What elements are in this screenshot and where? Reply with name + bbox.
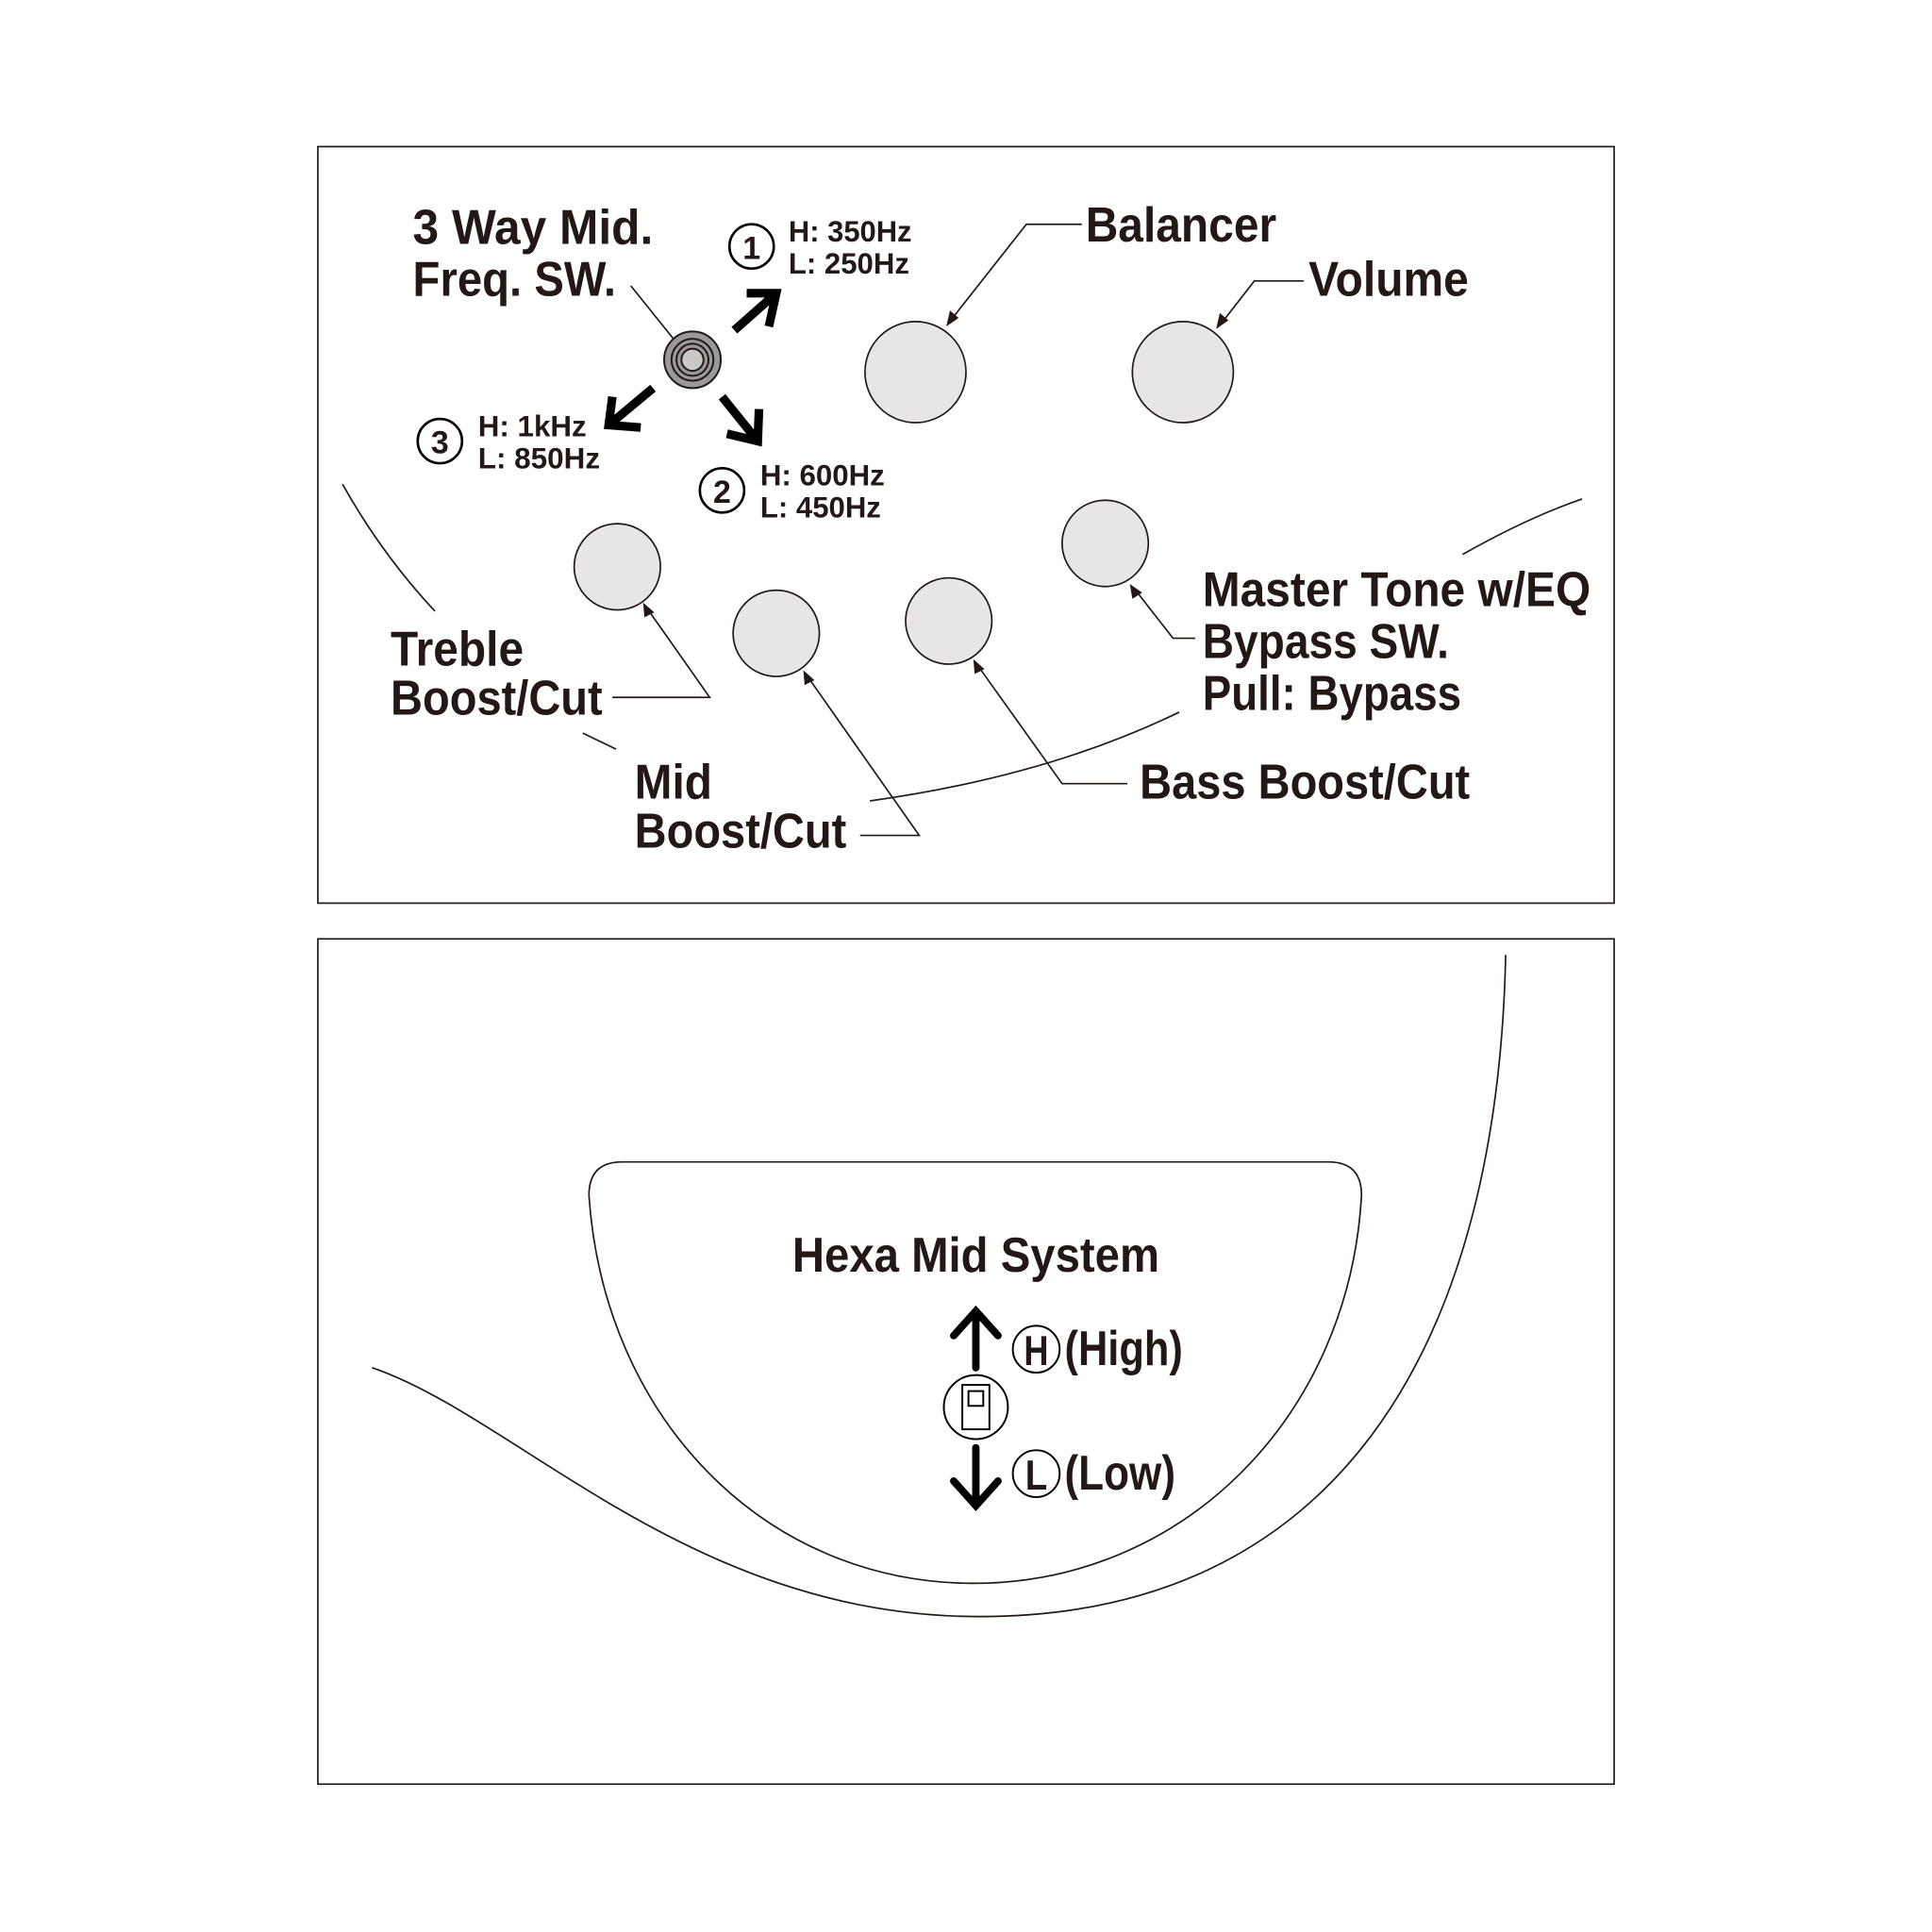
arrowhead-icon — [803, 670, 815, 686]
position-2-high: H: 600Hz — [760, 459, 885, 492]
svg-text:L: L — [1025, 1453, 1048, 1499]
position-3-high: H: 1kHz — [478, 409, 587, 442]
master-tone-knob[interactable] — [1061, 499, 1150, 588]
low-badge: L — [1011, 1449, 1061, 1499]
balancer-knob[interactable] — [864, 321, 967, 424]
mid-leader-line — [805, 673, 922, 837]
volume-label: Volume — [1308, 252, 1469, 307]
position-1-high: H: 350Hz — [789, 215, 912, 248]
balancer-leader-line — [948, 223, 1082, 324]
volume-leader-line — [1219, 279, 1304, 326]
arrowhead-icon — [973, 658, 985, 675]
svg-text:3: 3 — [431, 425, 449, 461]
switch-label-line1: 3 Way Mid. — [413, 201, 654, 256]
treble-knob[interactable] — [573, 523, 661, 611]
mid-knob[interactable] — [732, 589, 821, 677]
position-2-badge: 2 — [698, 467, 746, 514]
hexa-mid-title: Hexa Mid System — [792, 1228, 1159, 1283]
balancer-label: Balancer — [1086, 198, 1276, 253]
body-outline-curve — [341, 483, 436, 612]
body-outline-curve — [582, 732, 617, 750]
high-badge: H — [1011, 1324, 1061, 1374]
arrowhead-icon — [1216, 312, 1229, 329]
treble-label-line2: Boost/Cut — [391, 672, 603, 726]
arrowhead-icon — [642, 602, 655, 618]
svg-text:H: H — [1024, 1328, 1048, 1374]
master-tone-label-line1: Master Tone w/EQ — [1203, 563, 1591, 618]
body-outline-curve — [1461, 498, 1583, 556]
arrow-position-2-icon — [718, 393, 764, 447]
switch-label-line2: Freq. SW. — [413, 252, 617, 307]
low-label: (Low) — [1064, 1446, 1175, 1501]
mid-label-line2: Boost/Cut — [635, 805, 847, 859]
master-tone-label-line3: Pull: Bypass — [1203, 666, 1461, 721]
arrow-position-1-icon — [731, 289, 782, 334]
svg-text:2: 2 — [713, 475, 731, 510]
arrowhead-icon — [1129, 584, 1142, 599]
arrow-down-icon — [950, 1443, 1002, 1511]
bass-leader-line — [974, 662, 1128, 785]
switch-leader-line — [630, 285, 677, 343]
position-1-badge: 1 — [727, 223, 775, 271]
mid-freq-switch[interactable] — [663, 330, 723, 390]
body-outline-curve — [870, 711, 1180, 802]
position-3-badge: 3 — [416, 417, 464, 465]
position-1-low: L: 250Hz — [789, 247, 909, 280]
high-label: (High) — [1064, 1322, 1182, 1376]
top-panel-frame — [317, 145, 1615, 905]
master-tone-label-line2: Bypass SW. — [1203, 614, 1449, 669]
mid-label-line1: Mid — [635, 755, 712, 809]
volume-knob[interactable] — [1131, 321, 1235, 424]
body-outline-curve — [372, 955, 1507, 1618]
position-2-low: L: 450Hz — [760, 491, 881, 525]
treble-leader-line — [612, 606, 711, 699]
mini-toggle-switch[interactable] — [942, 1374, 1009, 1441]
control-cavity-plate — [588, 1160, 1363, 1585]
bass-knob[interactable] — [905, 576, 993, 665]
arrowhead-icon — [946, 310, 959, 327]
arrow-up-icon — [950, 1305, 1002, 1372]
arrow-position-3-icon — [604, 384, 657, 432]
bass-label: Bass Boost/Cut — [1140, 755, 1470, 809]
top-panel: 3 Way Mid. Freq. SW. 1 H: 350Hz L: 250Hz… — [317, 145, 1615, 905]
svg-text:1: 1 — [742, 230, 760, 266]
bottom-panel-frame — [317, 938, 1615, 1786]
position-3-low: L: 850Hz — [478, 441, 600, 475]
treble-label-line1: Treble — [391, 622, 524, 676]
bottom-panel: Hexa Mid System H (High) L (Low) — [317, 938, 1615, 1786]
master-tone-leader-line — [1132, 587, 1195, 640]
